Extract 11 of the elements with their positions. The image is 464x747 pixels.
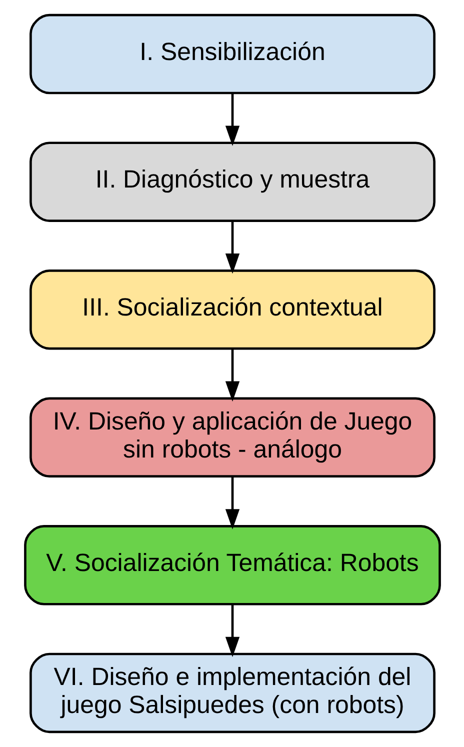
arrow <box>224 220 240 274</box>
node-box: VI. Diseño e implementación del juego Salsipuedes (con robots) <box>29 652 435 734</box>
arrow <box>224 604 240 658</box>
node-box: III. Socialización contextual <box>29 269 435 350</box>
arrow <box>224 348 240 402</box>
arrow <box>224 476 240 530</box>
node-box: V. Socialización Temática: Robots <box>24 525 440 606</box>
node-box: I. Sensibilización <box>29 14 435 94</box>
node-box: II. Diagnóstico y muestra <box>29 142 435 222</box>
node-box: IV. Diseño y aplicación de Juego sin robots - análogo <box>29 397 435 478</box>
arrow <box>224 93 240 146</box>
